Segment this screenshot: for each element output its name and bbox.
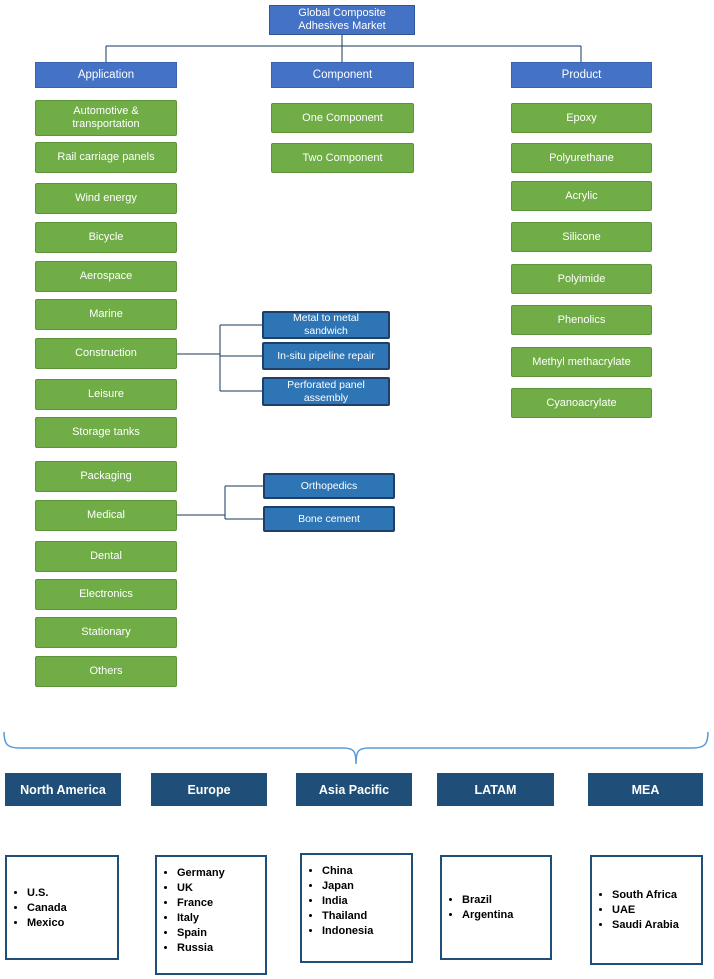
product-item: Cyanoacrylate <box>511 388 652 418</box>
region-country-list-mea: South Africa UAE Saudi Arabia <box>590 855 703 965</box>
country-item: Saudi Arabia <box>612 919 701 931</box>
column-header-product: Product <box>511 62 652 88</box>
application-item: Aerospace <box>35 261 177 292</box>
component-item: Two Component <box>271 143 414 173</box>
region-header-asia-pacific: Asia Pacific <box>296 773 412 806</box>
country-item: Russia <box>177 942 265 954</box>
construction-subitem: Perforated panel assembly <box>262 377 390 406</box>
application-item-construction: Construction <box>35 338 177 369</box>
application-item: Marine <box>35 299 177 330</box>
root-node: Global Composite Adhesives Market <box>269 5 415 35</box>
country-item: U.S. <box>27 887 117 899</box>
medical-subitem: Bone cement <box>263 506 395 532</box>
product-item: Phenolics <box>511 305 652 335</box>
country-item: Japan <box>322 880 411 892</box>
product-item: Epoxy <box>511 103 652 133</box>
construction-connector <box>177 324 262 392</box>
country-item: Brazil <box>462 894 550 906</box>
region-header-europe: Europe <box>151 773 267 806</box>
application-item: Others <box>35 656 177 687</box>
country-item: UAE <box>612 904 701 916</box>
region-country-list-north-america: U.S. Canada Mexico <box>5 855 119 960</box>
construction-subitem: In-situ pipeline repair <box>262 342 390 370</box>
application-item: Wind energy <box>35 183 177 214</box>
application-item: Stationary <box>35 617 177 648</box>
column-header-component: Component <box>271 62 414 88</box>
product-item: Silicone <box>511 222 652 252</box>
country-item: Spain <box>177 927 265 939</box>
column-header-application: Application <box>35 62 177 88</box>
application-item: Rail carriage panels <box>35 142 177 173</box>
region-country-list-asia-pacific: China Japan India Thailand Indonesia <box>300 853 413 963</box>
product-item: Acrylic <box>511 181 652 211</box>
root-connector <box>105 35 582 62</box>
country-item: Germany <box>177 867 265 879</box>
application-item: Electronics <box>35 579 177 610</box>
product-item: Polyimide <box>511 264 652 294</box>
country-item: Thailand <box>322 910 411 922</box>
region-header-north-america: North America <box>5 773 121 806</box>
application-item: Bicycle <box>35 222 177 253</box>
country-item: UK <box>177 882 265 894</box>
region-header-mea: MEA <box>588 773 703 806</box>
country-item: Canada <box>27 902 117 914</box>
region-country-list-europe: Germany UK France Italy Spain Russia <box>155 855 267 975</box>
country-item: Italy <box>177 912 265 924</box>
country-item: Argentina <box>462 909 550 921</box>
application-item: Storage tanks <box>35 417 177 448</box>
country-item: France <box>177 897 265 909</box>
country-item: India <box>322 895 411 907</box>
application-item: Leisure <box>35 379 177 410</box>
construction-subitem: Metal to metal sandwich <box>262 311 390 339</box>
product-item: Polyurethane <box>511 143 652 173</box>
medical-connector <box>177 485 263 520</box>
application-item: Packaging <box>35 461 177 492</box>
country-item: South Africa <box>612 889 701 901</box>
region-brace <box>3 731 709 765</box>
region-country-list-latam: Brazil Argentina <box>440 855 552 960</box>
application-item-medical: Medical <box>35 500 177 531</box>
application-item: Automotive & transportation <box>35 100 177 136</box>
component-item: One Component <box>271 103 414 133</box>
region-header-latam: LATAM <box>437 773 554 806</box>
country-item: China <box>322 865 411 877</box>
application-item: Dental <box>35 541 177 572</box>
product-item: Methyl methacrylate <box>511 347 652 377</box>
medical-subitem: Orthopedics <box>263 473 395 499</box>
country-item: Mexico <box>27 917 117 929</box>
country-item: Indonesia <box>322 925 411 937</box>
